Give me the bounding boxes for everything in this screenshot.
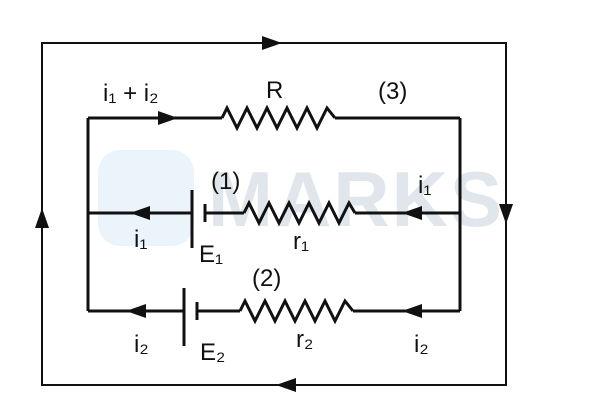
emf2-label: E₂: [200, 339, 225, 366]
branch2-tag: (2): [252, 265, 281, 292]
branch1-current-right-label: i₁: [418, 172, 431, 199]
resistor-r1: [242, 199, 357, 227]
branch2-current-left-label: i₂: [134, 331, 149, 358]
outer-loop: [35, 36, 513, 392]
branch3-tag: (3): [378, 78, 407, 105]
outer-right-arrow: [499, 204, 513, 224]
outer-top-arrow: [262, 36, 282, 50]
branch2-left-arrow: [126, 304, 146, 318]
outer-bottom-arrow: [276, 378, 296, 392]
resistor-r2: [238, 297, 355, 325]
inner-circuit: [86, 104, 462, 346]
branch3-current-label: i₁ + i₂: [103, 80, 158, 107]
branch-1: [88, 190, 460, 248]
branch-3: [88, 104, 460, 132]
branch3-arrow: [158, 111, 178, 125]
branch1-tag: (1): [211, 168, 240, 195]
watermark: MARKS: [98, 150, 504, 246]
branch1-left-arrow: [130, 206, 150, 220]
branch1-current-left-label: i₁: [134, 226, 147, 253]
emf1-label: E₁: [199, 241, 223, 268]
watermark-logo: [98, 150, 194, 246]
resistor-R: [220, 104, 337, 132]
branch2-current-right-label: i₂: [414, 331, 429, 358]
r2-label: r₂: [296, 326, 313, 353]
resistor-R-label: R: [266, 77, 283, 104]
outer-left-arrow: [35, 208, 49, 228]
branch-2: [88, 288, 460, 346]
labels: i₁ + i₂ R (3) (1) i₁ i₁ E₁ r₁ (2) i₂ E₂ …: [103, 77, 431, 366]
branch2-right-arrow: [402, 304, 422, 318]
branch1-right-arrow: [402, 206, 422, 220]
watermark-text: MARKS: [208, 155, 504, 243]
r1-label: r₁: [293, 228, 309, 255]
